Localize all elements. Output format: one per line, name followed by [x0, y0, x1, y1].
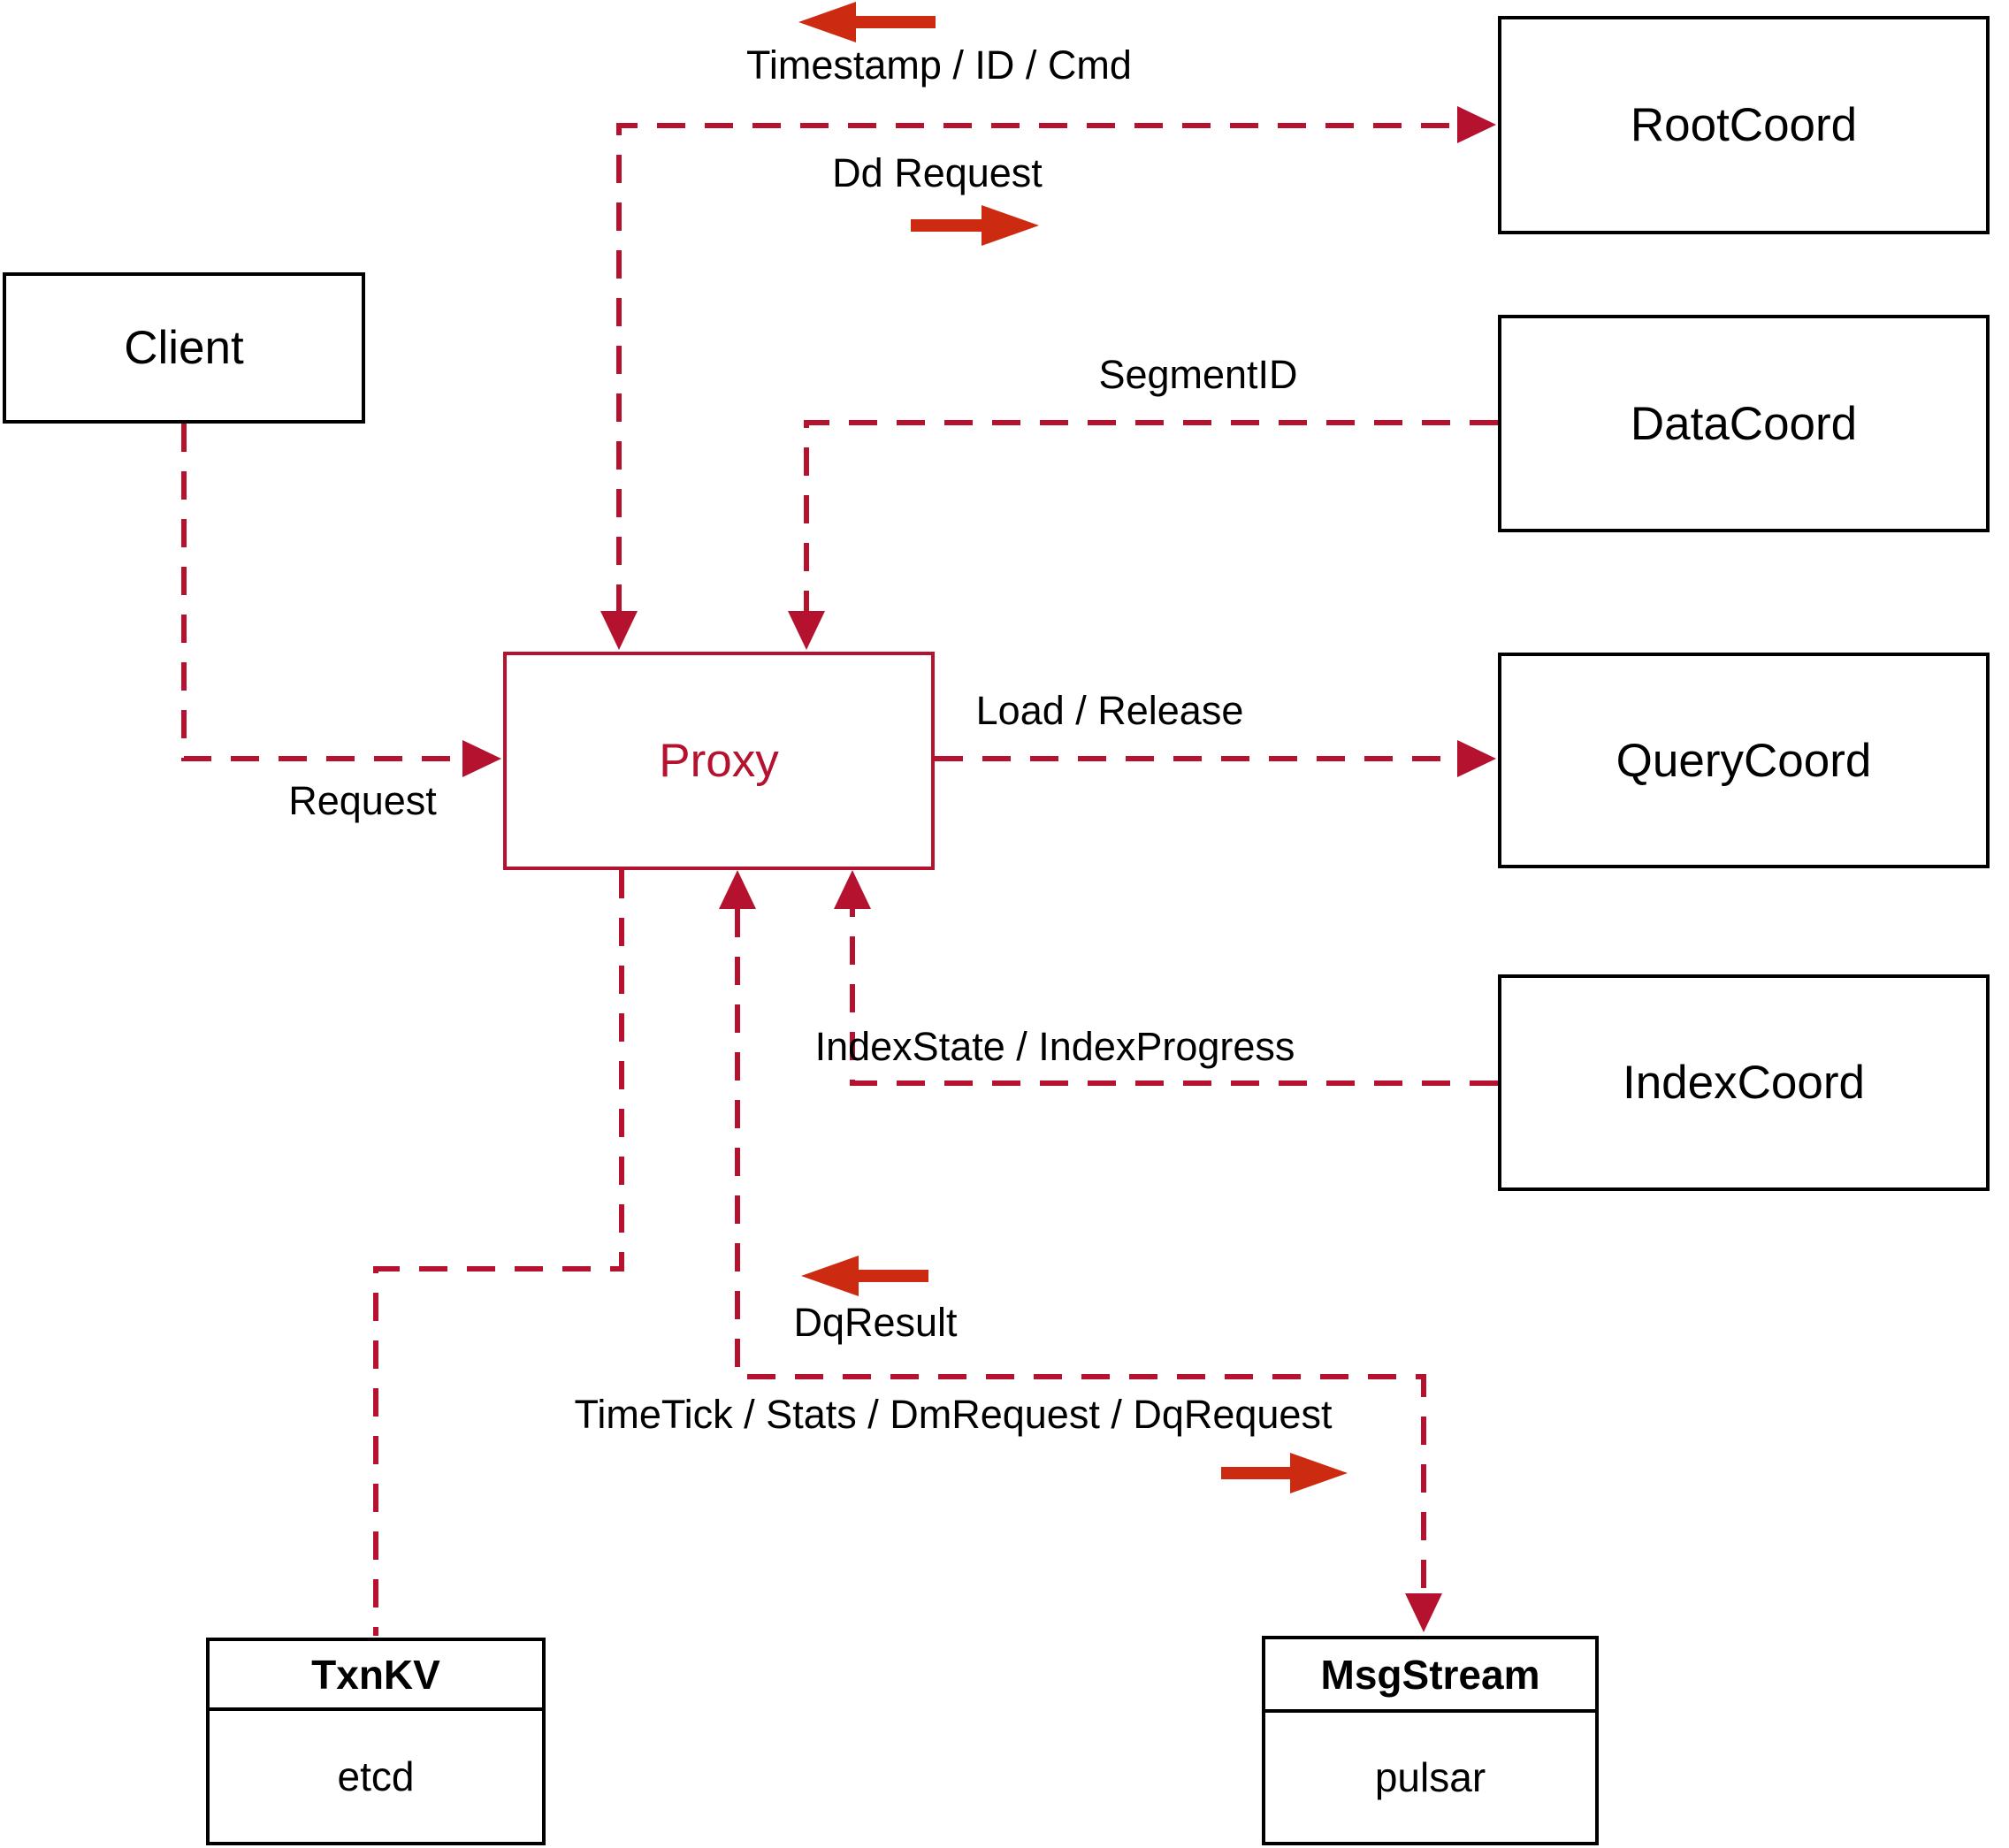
arrowhead-into-proxy-bottom-right-icon [834, 870, 871, 909]
edge-label-dq-result: DqResult [793, 1300, 958, 1345]
node-querycoord-label: QueryCoord [1616, 734, 1872, 787]
node-indexcoord-label: IndexCoord [1622, 1057, 1865, 1109]
connector-proxy-txnkv [373, 870, 624, 1636]
arrowhead-into-rootcoord-icon [1457, 106, 1496, 143]
flow-arrow-left-bottom-icon [801, 1256, 928, 1296]
node-msgstream-impl-label: pulsar [1374, 1754, 1486, 1800]
connector-proxy-rootcoord [600, 106, 1496, 650]
connector-indexcoord-proxy [834, 870, 1498, 1086]
node-client-label: Client [124, 322, 244, 374]
edge-label-dd-request: Dd Request [832, 150, 1043, 195]
node-datacoord: DataCoord [1498, 315, 1990, 532]
node-txnkv: TxnKV etcd [206, 1638, 546, 1845]
edge-label-load-release: Load / Release [975, 688, 1244, 733]
connector-datacoord-proxy-line [804, 420, 1498, 611]
node-proxy-label: Proxy [659, 735, 779, 787]
node-datacoord-label: DataCoord [1630, 397, 1858, 450]
node-txnkv-title: TxnKV [210, 1641, 542, 1711]
edge-label-time-tick: TimeTick / Stats / DmRequest / DqRequest [574, 1392, 1333, 1437]
node-txnkv-title-label: TxnKV [311, 1651, 440, 1698]
connector-proxy-rootcoord-line [616, 123, 1461, 613]
connector-proxy-msgstream-line [735, 909, 1426, 1592]
edge-label-request: Request [288, 778, 437, 823]
connector-client-proxy-line [181, 424, 462, 761]
arrowhead-into-proxy-top-right-icon [788, 611, 825, 650]
connector-client-proxy [181, 424, 501, 777]
arrowhead-into-proxy-left-icon [462, 740, 501, 777]
arrowhead-into-msgstream-icon [1405, 1593, 1442, 1632]
arrowhead-into-querycoord-icon [1457, 740, 1496, 777]
node-client: Client [3, 272, 365, 424]
connector-proxy-txnkv-line [373, 870, 624, 1636]
node-msgstream-title-label: MsgStream [1320, 1651, 1540, 1698]
node-msgstream-title: MsgStream [1265, 1639, 1595, 1713]
flow-arrow-left-top-icon [798, 2, 936, 42]
node-rootcoord: RootCoord [1498, 16, 1990, 234]
edge-label-timestamp-id-cmd: Timestamp / ID / Cmd [746, 42, 1132, 88]
arrowhead-into-proxy-top-left-icon [600, 611, 638, 650]
connector-datacoord-proxy [788, 420, 1498, 650]
node-txnkv-impl-label: etcd [337, 1753, 415, 1799]
node-msgstream-impl: pulsar [1265, 1713, 1595, 1842]
arrowhead-into-proxy-bottom-left-icon [719, 870, 756, 909]
node-indexcoord: IndexCoord [1498, 974, 1990, 1191]
connector-proxy-msgstream [719, 870, 1442, 1632]
node-txnkv-impl: etcd [210, 1711, 542, 1842]
node-rootcoord-label: RootCoord [1630, 99, 1858, 151]
connector-proxy-querycoord [935, 740, 1496, 777]
flow-arrow-right-top-icon [911, 205, 1039, 246]
connector-indexcoord-proxy-line [850, 909, 1498, 1086]
node-msgstream: MsgStream pulsar [1262, 1636, 1599, 1845]
flow-arrow-right-bottom-icon [1221, 1453, 1348, 1493]
edge-label-segment-id: SegmentID [1098, 352, 1298, 397]
node-proxy: Proxy [503, 652, 935, 870]
edge-label-index-state: IndexState / IndexProgress [814, 1024, 1295, 1069]
node-querycoord: QueryCoord [1498, 653, 1990, 868]
